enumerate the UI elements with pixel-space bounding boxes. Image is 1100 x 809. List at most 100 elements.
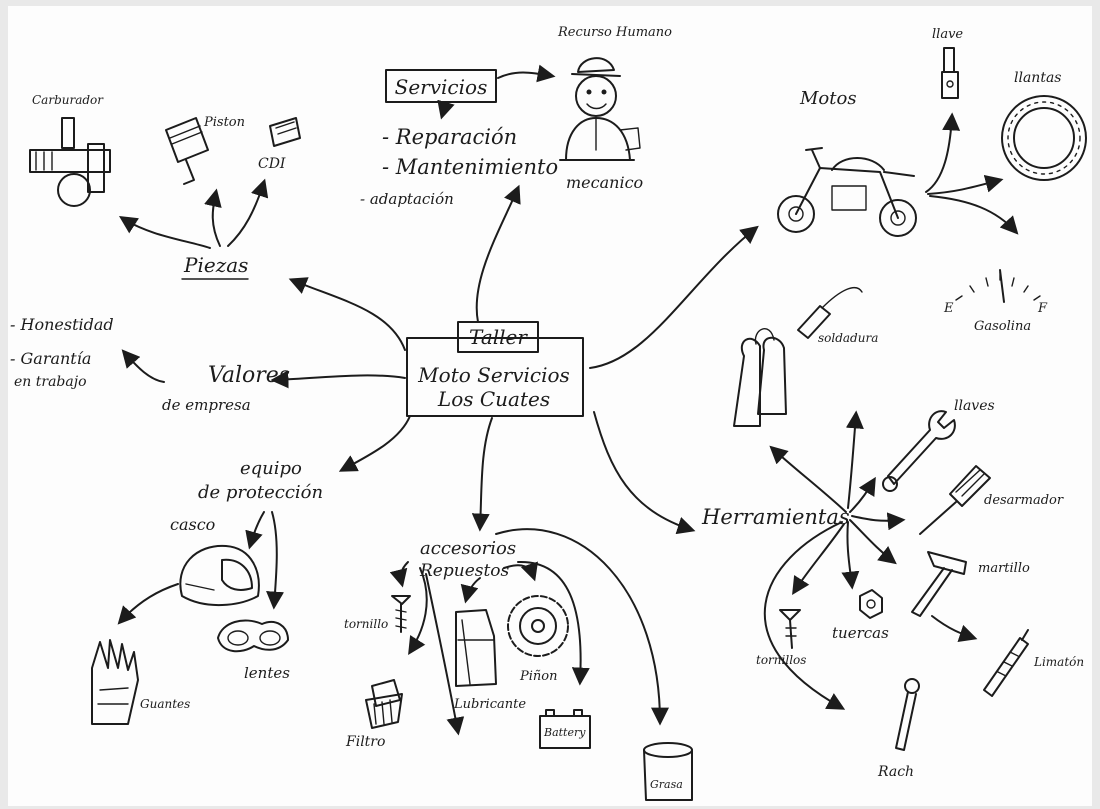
carburador-label: Carburador bbox=[32, 93, 104, 107]
martillo-to-limaton bbox=[931, 615, 978, 642]
proteccion-to-casco bbox=[245, 511, 265, 550]
center-line1: Moto Servicios bbox=[417, 363, 570, 387]
branch-valores bbox=[270, 370, 406, 389]
piston-icon bbox=[165, 117, 209, 185]
center-line2: Los Cuates bbox=[437, 387, 550, 411]
acc-to-grasa bbox=[495, 528, 669, 726]
paper-sheet bbox=[8, 6, 1092, 806]
valores-item-2: - Garantía bbox=[10, 349, 91, 368]
herr-to-rach bbox=[763, 521, 846, 710]
herr-to-tuercas bbox=[841, 521, 860, 590]
piezas-group: Piezas Carburador Piston CDI bbox=[29, 93, 301, 280]
tornillo-label: tornillo bbox=[344, 617, 388, 631]
herr-to-llaves bbox=[849, 476, 876, 513]
mechanic-icon bbox=[559, 57, 641, 161]
battery-label: Battery bbox=[543, 726, 586, 739]
branch-servicios bbox=[475, 184, 521, 323]
screwdriver-icon bbox=[919, 465, 991, 535]
casco-label: casco bbox=[170, 515, 215, 534]
limaton-label: Limatón bbox=[1033, 655, 1084, 669]
lentes-label: lentes bbox=[244, 664, 290, 682]
branch-connectors bbox=[270, 184, 759, 535]
nut-icon bbox=[859, 589, 883, 619]
servicios-to-mecanico-arrow bbox=[497, 64, 556, 83]
fuel-gauge-icon bbox=[955, 269, 1041, 303]
guantes-label: Guantes bbox=[140, 697, 190, 711]
branch-motos bbox=[589, 225, 759, 369]
motos-title: Motos bbox=[799, 88, 857, 109]
center-node: Taller Moto Servicios Los Cuates bbox=[406, 321, 584, 417]
llave-label: llave bbox=[932, 27, 963, 42]
servicio-item-2: - Mantenimiento bbox=[382, 155, 558, 179]
piezas-to-cdi bbox=[227, 178, 269, 247]
valores-title-1: Valores bbox=[208, 363, 290, 388]
servicios-group: Servicios - Reparación - Mantenimiento -… bbox=[360, 25, 672, 208]
herr-to-llaves-up bbox=[845, 410, 864, 509]
key-icon bbox=[941, 47, 959, 99]
soldadura-label: soldadura bbox=[818, 331, 878, 345]
sprocket-icon bbox=[507, 595, 569, 657]
oil-bottle-icon bbox=[455, 609, 497, 687]
accesorios-title-2: Repuestos bbox=[419, 561, 510, 581]
motos-to-llave bbox=[925, 112, 961, 193]
tornillos-label: tornillos bbox=[756, 653, 806, 667]
helmet-icon bbox=[179, 544, 260, 606]
cdi-label: CDI bbox=[258, 156, 286, 172]
proteccion-to-lentes bbox=[266, 511, 285, 610]
herr-to-desarmador bbox=[851, 512, 906, 531]
grease-can-icon bbox=[643, 742, 693, 801]
gauge-f-label: F bbox=[1037, 301, 1048, 316]
bolt-icon bbox=[779, 609, 801, 649]
filter-icon bbox=[365, 679, 403, 729]
llantas-label: llantas bbox=[1014, 70, 1061, 86]
herr-to-soldadura bbox=[769, 445, 847, 513]
screw-icon bbox=[391, 595, 411, 633]
branch-proteccion bbox=[338, 415, 411, 472]
piston-label: Piston bbox=[203, 115, 245, 130]
wrench-icon bbox=[882, 410, 956, 492]
piezas-title: Piezas bbox=[183, 253, 248, 277]
acc-to-battery bbox=[517, 560, 590, 686]
casco-to-guantes bbox=[117, 583, 179, 625]
desarmador-label: desarmador bbox=[984, 493, 1064, 508]
herr-to-martillo bbox=[849, 519, 897, 565]
hammer-icon bbox=[911, 551, 967, 617]
motos-to-llantas bbox=[927, 175, 1004, 195]
herr-to-tornillos bbox=[792, 523, 845, 596]
acc-to-lubricante bbox=[425, 573, 465, 736]
branch-piezas bbox=[288, 277, 406, 351]
proteccion-title-2: de protección bbox=[198, 482, 323, 503]
herramientas-group: Herramientas soldadura llaves desarmador bbox=[701, 287, 1084, 780]
servicio-item-3: - adaptación bbox=[360, 190, 454, 208]
acc-to-repuestos-sub bbox=[460, 577, 481, 604]
rach-label: Rach bbox=[877, 764, 914, 780]
recurso-humano-label: Recurso Humano bbox=[557, 25, 672, 40]
tire-icon bbox=[1001, 95, 1087, 181]
filtro-label: Filtro bbox=[345, 734, 385, 750]
gloves-icon bbox=[91, 639, 139, 725]
accesorios-title-1: accesorios bbox=[420, 538, 516, 559]
branch-accesorios bbox=[471, 417, 493, 532]
herramientas-title: Herramientas bbox=[701, 505, 850, 529]
mecanico-label: mecanico bbox=[566, 173, 643, 192]
battery-icon bbox=[539, 709, 591, 749]
servicios-title: Servicios bbox=[395, 75, 488, 99]
goggles-icon bbox=[217, 619, 289, 653]
welding-icon bbox=[733, 287, 863, 427]
proteccion-title-1: equipo bbox=[240, 458, 302, 479]
ratchet-icon bbox=[895, 678, 920, 751]
motorcycle-icon bbox=[777, 147, 917, 237]
servicio-item-1: - Reparación bbox=[382, 125, 517, 149]
cdi-icon bbox=[269, 117, 301, 147]
martillo-label: martillo bbox=[978, 561, 1030, 576]
valores-to-list-arrow bbox=[121, 349, 165, 383]
motos-group: Motos llave llantas bbox=[777, 27, 1087, 334]
llaves-label: llaves bbox=[954, 398, 995, 414]
valores-group: Valores de empresa - Honestidad - Garant… bbox=[10, 315, 290, 414]
acc-to-pinon bbox=[503, 561, 538, 582]
motos-to-gasolina bbox=[929, 195, 1019, 235]
file-tool-icon bbox=[983, 629, 1029, 697]
proteccion-group: equipo de protección casco lentes Guante… bbox=[91, 458, 323, 725]
valores-title-2: de empresa bbox=[162, 396, 251, 414]
